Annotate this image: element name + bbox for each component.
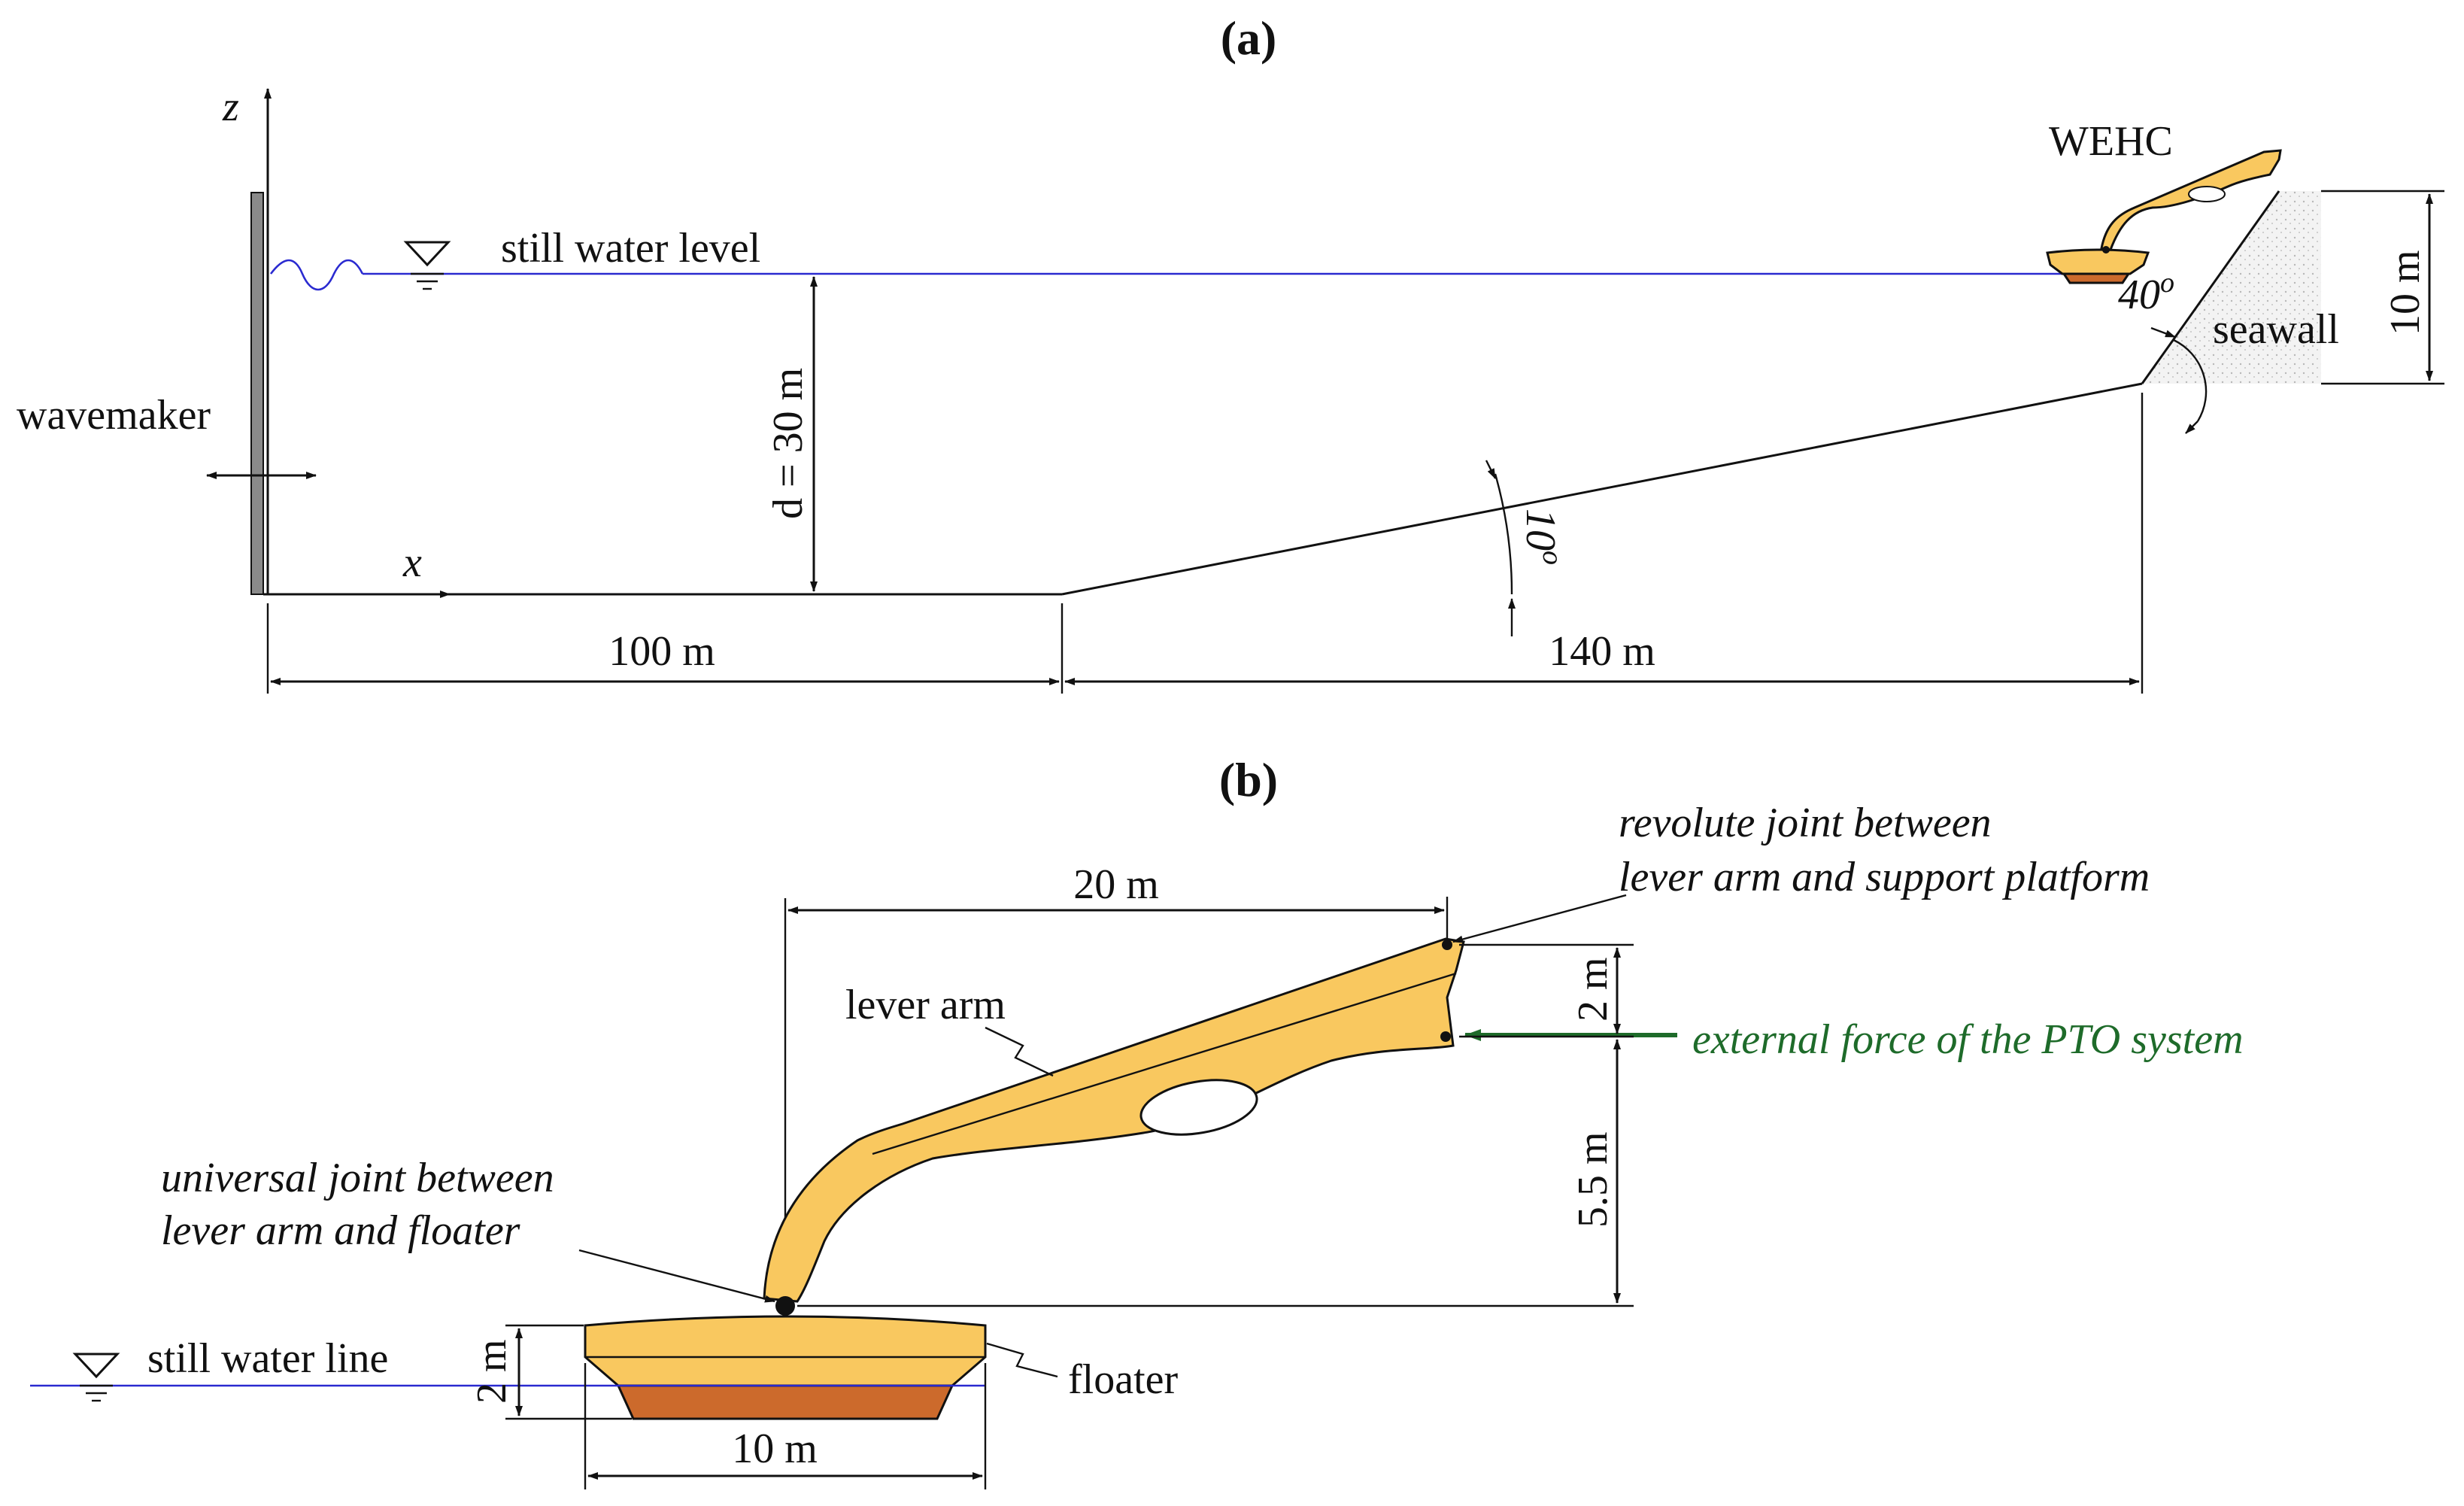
water-line-symbol bbox=[72, 1353, 120, 1402]
depth-label: d = 30 m bbox=[765, 368, 812, 519]
dim-140m-label: 140 m bbox=[1549, 628, 1655, 675]
panel-b-label: (b) bbox=[1219, 753, 1278, 806]
floater-bottom bbox=[616, 1384, 954, 1420]
wavemaker-label: wavemaker bbox=[17, 392, 211, 439]
pto-force-label: external force of the PTO system bbox=[1692, 1016, 2244, 1063]
floater-top bbox=[584, 1315, 987, 1387]
z-axis-label: z bbox=[222, 83, 239, 130]
panel-a-label: (a) bbox=[1221, 11, 1277, 65]
dim-20m-label: 20 m bbox=[1073, 861, 1159, 908]
floater-leader bbox=[986, 1342, 1058, 1378]
incident-wave-icon bbox=[269, 259, 364, 291]
lever-arm-centerline bbox=[872, 972, 1457, 1155]
panel-a: (a) z wavemaker still water level x d = … bbox=[17, 11, 2444, 694]
revolute-joint-leader bbox=[1452, 894, 1627, 943]
revolute-joint-label-2: lever arm and support platform bbox=[1619, 854, 2150, 900]
panel-b: (b) 20 m lever arm revolute joint betwee… bbox=[30, 753, 2244, 1489]
universal-joint-leader bbox=[578, 1249, 775, 1303]
dim-floater-width-label: 10 m bbox=[732, 1426, 818, 1472]
dim-floater-height-label: 2 m bbox=[469, 1339, 515, 1404]
seawall-face bbox=[2141, 190, 2280, 384]
floater-label: floater bbox=[1068, 1356, 1178, 1403]
x-axis-label: x bbox=[402, 539, 422, 586]
dim-5-5m-label: 5.5 m bbox=[1570, 1131, 1616, 1228]
seawall-height-label: 10 m bbox=[2382, 250, 2429, 336]
dim-100m-label: 100 m bbox=[608, 628, 715, 675]
seawall-label: seawall bbox=[2213, 306, 2339, 353]
seabed-slope bbox=[1061, 382, 2143, 596]
wehc-label: WEHC bbox=[2049, 118, 2173, 165]
lever-arm-hole bbox=[1139, 1079, 1258, 1136]
universal-joint-label-1: universal joint between bbox=[161, 1155, 554, 1201]
angle-40-arc bbox=[2173, 339, 2208, 422]
revolute-joint bbox=[1442, 940, 1452, 950]
still-water-level-label: still water level bbox=[501, 225, 760, 272]
still-water-line-label: still water line bbox=[147, 1335, 388, 1382]
wehc-device bbox=[2046, 149, 2282, 284]
wavemaker-paddle bbox=[250, 192, 264, 595]
lever-arm-label: lever arm bbox=[845, 982, 1006, 1028]
universal-joint-label-2: lever arm and floater bbox=[161, 1207, 520, 1254]
angle-10-label: 10o bbox=[1517, 509, 1568, 565]
seawall bbox=[2142, 191, 2321, 384]
lever-arm-leader bbox=[985, 1026, 1054, 1077]
dim-2m-upper-label: 2 m bbox=[1570, 957, 1616, 1022]
universal-joint bbox=[775, 1296, 795, 1316]
angle-10-arc bbox=[1494, 473, 1513, 595]
water-level-symbol bbox=[403, 241, 451, 290]
revolute-joint-label-1: revolute joint between bbox=[1619, 800, 1992, 846]
pto-attachment-point bbox=[1440, 1031, 1451, 1042]
